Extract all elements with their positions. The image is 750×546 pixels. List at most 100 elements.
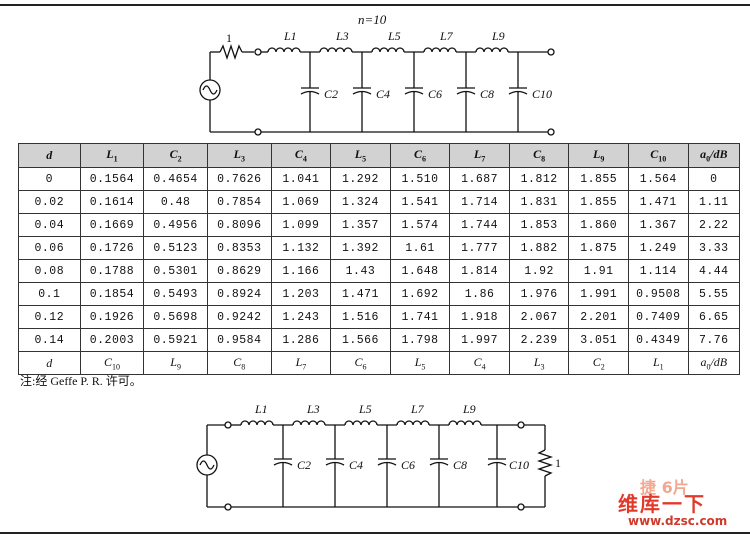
inductor-L3-icon <box>319 47 353 53</box>
table-cell: 3.051 <box>568 328 629 352</box>
table-cell: 1.853 <box>508 213 570 237</box>
top-inductor-label-3: L3 <box>335 29 349 43</box>
table-cell: 1.471 <box>628 190 689 214</box>
col-header-L5: L5 <box>330 143 391 168</box>
table-cell: 0.1564 <box>79 167 145 191</box>
source-resistor-label: 1 <box>226 31 232 45</box>
load-resistor-label: 1 <box>555 456 561 470</box>
footer-C2: C2 <box>568 351 629 375</box>
terminal-icon <box>254 128 262 136</box>
table-cell: 0.1 <box>18 282 81 306</box>
table-cell: 0.9508 <box>628 282 689 306</box>
table-cell: 1.574 <box>389 213 451 237</box>
table-cell: 0.7626 <box>206 167 272 191</box>
table-cell: 0 <box>18 167 81 191</box>
table-cell: 1.041 <box>270 167 332 191</box>
terminal-icon <box>224 503 232 511</box>
bottom-inductor-label-7: L7 <box>410 402 425 416</box>
bottom-capacitor-label-8: C8 <box>453 458 467 472</box>
terminal-icon <box>517 503 525 511</box>
table-cell: 1.11 <box>687 190 741 214</box>
table-cell: 1.324 <box>330 190 391 214</box>
table-cell: 1.069 <box>270 190 332 214</box>
table-cell: 6.65 <box>687 305 741 329</box>
inductor-L9-icon <box>448 420 482 426</box>
top-rule <box>0 4 750 6</box>
table-cell: 1.292 <box>330 167 391 191</box>
table-cell: 0.1726 <box>79 236 145 260</box>
table-cell: 2.067 <box>508 305 570 329</box>
inductor-L3-icon <box>292 420 326 426</box>
top-circuit-diagram: n=10 1 L1 L3 L5 L7 L9 C2 C4 C6 C8 C10 <box>199 12 555 136</box>
table-cell: 0 <box>687 167 741 191</box>
table-cell: 0.48 <box>143 190 208 214</box>
table-cell: 0.12 <box>18 305 81 329</box>
table-cell: 0.14 <box>18 328 81 352</box>
table-cell: 1.714 <box>449 190 510 214</box>
table-cell: 1.991 <box>568 282 629 306</box>
top-capacitor-label-4: C4 <box>376 87 390 101</box>
bottom-capacitor-label-10: C10 <box>509 458 529 472</box>
table-cell: 1.243 <box>270 305 332 329</box>
table-cell: 1.692 <box>389 282 451 306</box>
top-capacitor-label-10: C10 <box>532 87 552 101</box>
table-cell: 0.2003 <box>79 328 145 352</box>
bottom-capacitor-label-6: C6 <box>401 458 415 472</box>
table-cell: 0.5493 <box>143 282 208 306</box>
footer-L9: L9 <box>143 351 208 375</box>
terminal-icon <box>254 48 262 56</box>
col-header-C4: C4 <box>270 143 332 168</box>
table-cell: 1.812 <box>508 167 570 191</box>
bottom-circuit-diagram: L1 L3 L5 L7 L9 C2 C4 C6 C8 C10 1 <box>196 402 561 511</box>
table-cell: 1.855 <box>568 167 629 191</box>
bottom-inductor-label-9: L9 <box>462 402 476 416</box>
table-cell: 0.1854 <box>79 282 145 306</box>
table-cell: 1.516 <box>330 305 391 329</box>
terminal-icon <box>547 48 555 56</box>
top-inductor-label-1: L1 <box>283 29 297 43</box>
table-cell: 1.875 <box>568 236 629 260</box>
table-cell: 1.91 <box>568 259 629 283</box>
table-cell: 1.61 <box>389 236 451 260</box>
table-cell: 1.744 <box>449 213 510 237</box>
table-cell: 0.4956 <box>143 213 208 237</box>
top-inductor-label-5: L5 <box>387 29 401 43</box>
table-cell: 0.4349 <box>628 328 689 352</box>
table-cell: 1.564 <box>628 167 689 191</box>
table-cell: 1.798 <box>389 328 451 352</box>
table-cell: 0.5698 <box>143 305 208 329</box>
col-header-C2: C2 <box>143 143 208 168</box>
inductor-L7-icon <box>396 420 430 426</box>
table-cell: 1.976 <box>508 282 570 306</box>
table-cell: 0.1788 <box>79 259 145 283</box>
inductor-L5-icon <box>371 47 405 53</box>
table-cell: 1.114 <box>628 259 689 283</box>
table-cell: 1.855 <box>568 190 629 214</box>
table-cell: 1.249 <box>628 236 689 260</box>
table-cell: 2.22 <box>687 213 741 237</box>
table-cell: 0.06 <box>18 236 81 260</box>
table-cell: 1.367 <box>628 213 689 237</box>
table-cell: 0.1669 <box>79 213 145 237</box>
watermark-logo: 维库一下 <box>618 492 706 516</box>
inductor-L1-icon <box>267 47 301 53</box>
order-label: n=10 <box>358 12 387 27</box>
terminal-icon <box>224 421 232 429</box>
table-cell: 1.132 <box>270 236 332 260</box>
col-header-C10: C10 <box>628 143 689 168</box>
bottom-inductor-label-1: L1 <box>254 402 268 416</box>
top-capacitor-label-8: C8 <box>480 87 494 101</box>
capacitor-C10-icon <box>487 425 507 507</box>
inductor-L7-icon <box>423 47 457 53</box>
table-cell: 1.882 <box>508 236 570 260</box>
footer-C4: C4 <box>449 351 510 375</box>
table-cell: 0.1614 <box>79 190 145 214</box>
table-cell: 0.9242 <box>206 305 272 329</box>
table-cell: 0.5301 <box>143 259 208 283</box>
bottom-inductor-label-3: L3 <box>306 402 320 416</box>
permission-note: 注:经 Geffe P. R. 许可。 <box>20 374 142 388</box>
table-cell: 2.201 <box>568 305 629 329</box>
table-cell: 0.7409 <box>628 305 689 329</box>
